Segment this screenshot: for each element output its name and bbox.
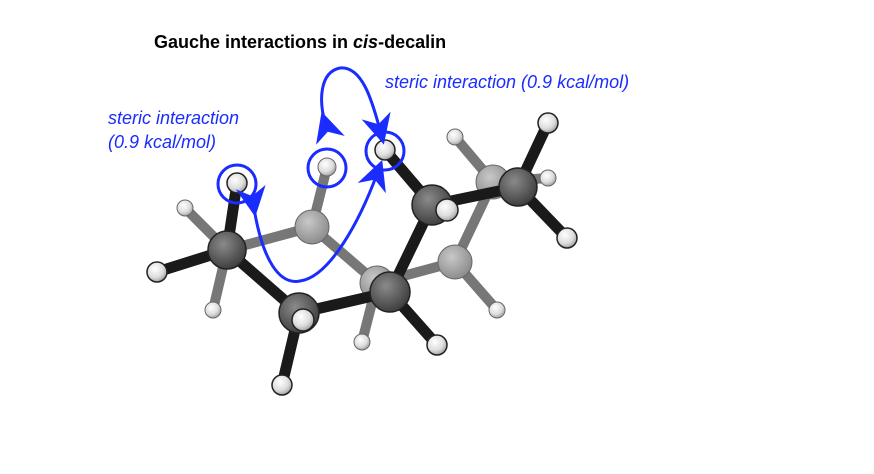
title-text: Gauche interactions in <box>154 32 354 52</box>
arrow-bottom <box>235 159 386 283</box>
interaction-annotations <box>216 66 406 283</box>
label-left-interaction: steric interaction <box>108 108 240 128</box>
label-left-energy: (0.9 kcal/mol) <box>108 132 217 152</box>
front-atoms <box>146 112 578 396</box>
title-suffix: -decalin <box>378 32 447 52</box>
label-right-interaction: steric interaction (0.9 kcal/mol) <box>385 72 630 92</box>
arrow-top <box>316 66 391 145</box>
diagram-title: Gauche interactions in cis-decalin <box>154 32 446 53</box>
title-italic: cis <box>353 32 379 52</box>
